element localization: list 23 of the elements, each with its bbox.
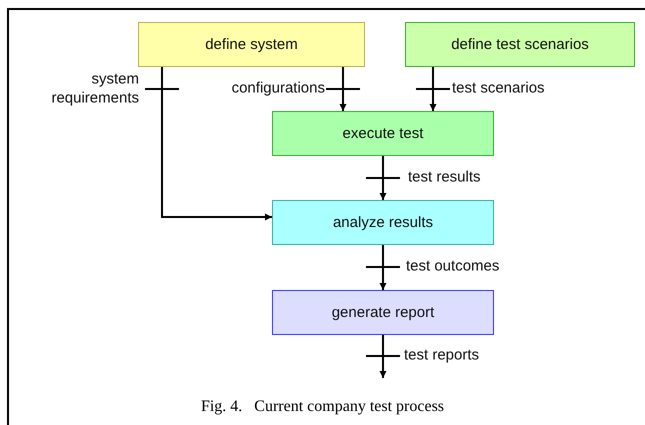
edge-label: test reports [404,346,480,366]
arrow [415,66,451,112]
edge-label: test scenarios [452,80,545,98]
arrow [144,66,273,220]
process-box [405,22,635,67]
process-label: execute test [342,125,424,142]
arrow [365,155,401,201]
figure-caption: Fig. 4. Current company test process [200,398,446,416]
edge-label: test results [408,168,481,188]
process-label: analyze results [332,214,434,231]
arrow [365,244,401,291]
edge-label: configurations [230,80,325,98]
arrow [325,66,361,112]
arrow [365,334,401,379]
process-box [272,200,494,245]
process-label: define test scenarios [451,36,589,53]
edge-label: system requirements [50,70,139,108]
process-box [138,22,365,67]
process-label: generate report [332,304,434,321]
edge-label: test outcomes [406,258,500,276]
process-box [272,290,494,335]
process-box [272,111,494,156]
process-label: define system [205,36,298,53]
